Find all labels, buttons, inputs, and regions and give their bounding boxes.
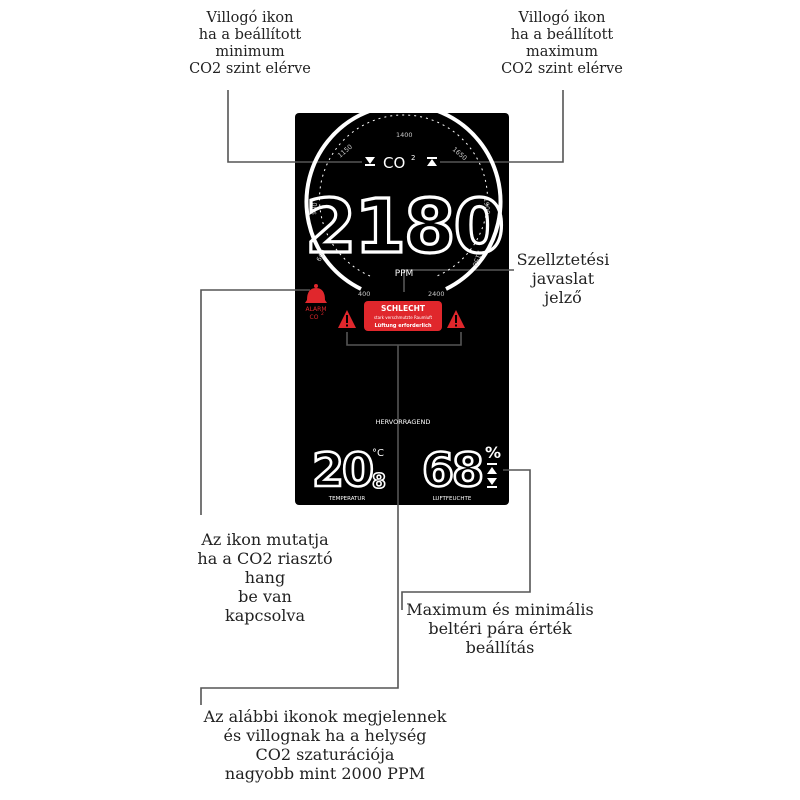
callout-alarm-sound: Az ikon mutatja ha a CO2 riasztó hang be…: [197, 530, 333, 625]
humidity-value: 68: [422, 443, 482, 497]
leader-ventilation: [403, 269, 514, 292]
scale-tick-2400: 2400: [428, 290, 445, 298]
callout-warning-icons: Az alábbi ikonok megjelennek és villogna…: [203, 707, 447, 783]
warning-triangle-left-icon: [338, 310, 356, 328]
callout-max-icon: Villogó ikon ha a beállított maximum CO2…: [501, 10, 623, 77]
scale-tick-400: 400: [358, 290, 370, 298]
leader-lines: [200, 90, 564, 705]
humidity-unit: %: [485, 443, 501, 462]
status-badge-line2: Lüftung erforderlich: [374, 323, 432, 329]
alarm-label: ALARM: [305, 306, 326, 313]
leader-humidity: [401, 469, 531, 610]
warning-bracket: [346, 332, 462, 346]
temperature-decimal: 8: [372, 469, 386, 493]
scale-tick-1900: 1900: [482, 197, 491, 214]
leader-max-icon: [440, 90, 564, 163]
scale-tick-1400: 1400: [396, 131, 413, 139]
co2-gauge-ring: [304, 102, 503, 291]
air-quality-text: HERVORRAGEND: [376, 418, 431, 426]
status-badge-line1: stark verschmutzte Raumluft: [374, 315, 433, 320]
co2-header-subscript: 2: [411, 154, 415, 162]
leader-alarm-sound: [200, 289, 310, 515]
warning-triangle-right-icon: [447, 310, 465, 328]
callout-ventilation: Szellztetési javaslat jelző: [516, 250, 610, 307]
status-badge-title: SCHLECHT: [381, 304, 426, 313]
temperature-unit: °C: [372, 448, 384, 459]
alarm-bell-icon: [305, 284, 327, 303]
humidity-label: LUFTFEUCHTE: [433, 496, 472, 502]
co2-value: 2180: [305, 184, 503, 270]
co2-min-triangle-icon: [365, 157, 375, 164]
humidity-max-triangle-icon: [487, 463, 497, 474]
alarm-sub-label-2: 2: [321, 311, 324, 317]
co2-max-triangle-icon: [427, 159, 437, 166]
scale-tick-1150: 1150: [336, 143, 354, 160]
scale-tick-1650: 1650: [451, 145, 469, 162]
leader-warning-icons: [200, 345, 399, 705]
temperature-label: TEMPERATUR: [328, 496, 366, 502]
alarm-sub-label: CO: [310, 314, 319, 321]
temperature-value: 20: [312, 443, 372, 497]
status-badge: [364, 301, 442, 331]
scale-tick-900: 900: [310, 202, 319, 215]
co2-unit: PPM: [395, 269, 414, 279]
co2-header-label: CO: [383, 154, 405, 172]
callout-min-icon: Villogó ikon ha a beállított minimum CO2…: [189, 10, 311, 77]
humidity-min-triangle-icon: [487, 478, 497, 488]
callout-humidity-minmax: Maximum és minimális beltéri pára érték …: [406, 600, 594, 657]
leader-min-icon: [227, 90, 362, 163]
